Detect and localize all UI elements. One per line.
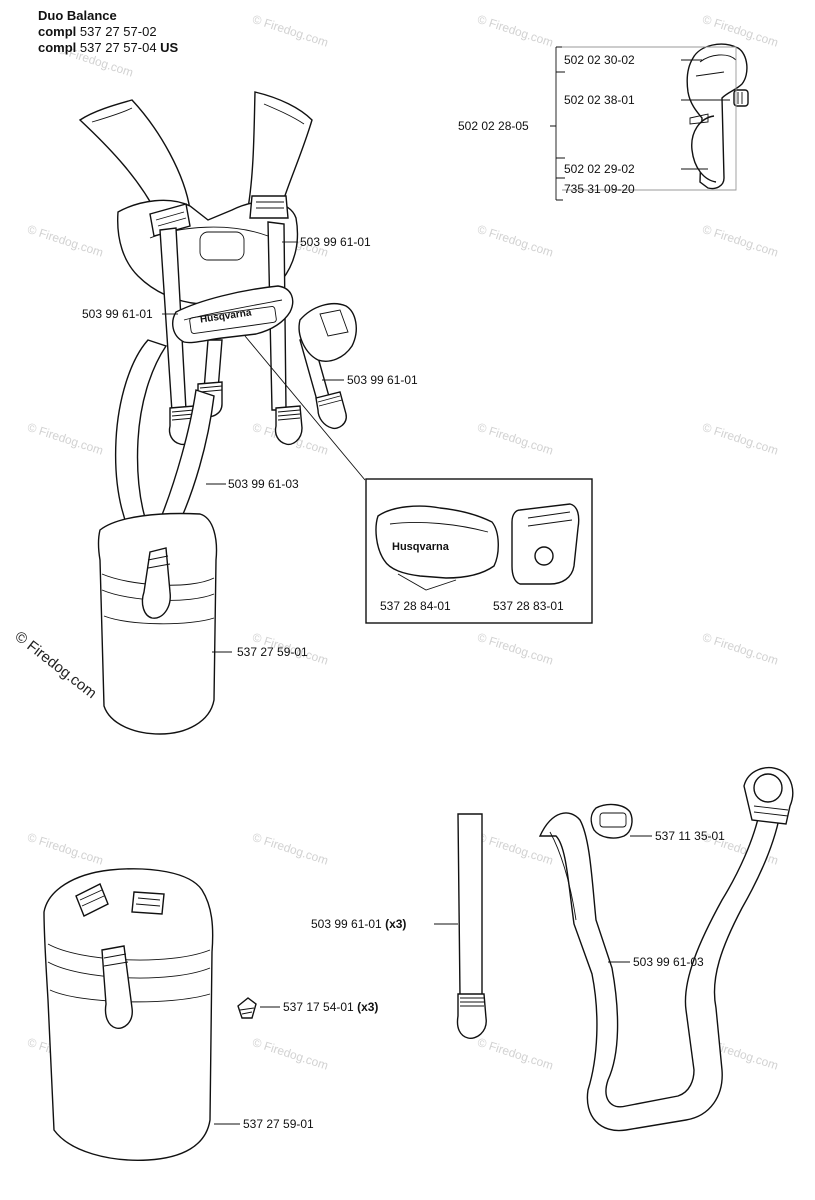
- callout-strap-left: 503 99 61-01: [82, 307, 153, 321]
- screw-icon: [237, 997, 257, 1019]
- callout-hip-pad-bottom: 537 27 59-01: [243, 1117, 314, 1131]
- brand-logo-inset: Husqvarna: [392, 541, 449, 553]
- callout-hook-c: 502 02 29-02: [564, 162, 635, 176]
- assembly-number-line-2: compl 537 27 57-04 US: [38, 40, 179, 55]
- callout-belt-harness: 503 99 61-03: [228, 477, 299, 491]
- callout-strap-single: 503 99 61-01 (x3): [311, 917, 407, 931]
- callout-screw: 537 17 54-01 (x3): [283, 1000, 379, 1014]
- callout-belt-loose: 503 99 61-03: [633, 955, 704, 969]
- belt-strap-loose: [538, 767, 794, 1132]
- diagram-title: Duo Balance compl 537 27 57-02 compl 537…: [38, 8, 178, 56]
- callout-buckle: 537 11 35-01: [655, 829, 725, 843]
- strap-single: [456, 813, 487, 1039]
- callout-hook-d: 735 31 09-20: [564, 182, 635, 196]
- assembly-number-line-1: compl 537 27 57-02: [38, 24, 157, 39]
- callout-hook-group: 502 02 28-05: [458, 119, 529, 133]
- callout-hook-a: 502 02 30-02: [564, 53, 635, 67]
- harness-assembly: [78, 91, 357, 735]
- callout-hook-b: 502 02 38-01: [564, 93, 635, 107]
- callout-strap-right-top: 503 99 61-01: [300, 235, 371, 249]
- callout-inset-right: 537 28 83-01: [493, 599, 564, 613]
- snap-hook-icon: [686, 43, 749, 190]
- hip-pad-bottom: [43, 868, 214, 1161]
- callout-strap-right-low: 503 99 61-01: [347, 373, 418, 387]
- inset-detail: [365, 478, 593, 624]
- callout-hip-pad-top: 537 27 59-01: [237, 645, 308, 659]
- assembly-name: Duo Balance: [38, 8, 117, 23]
- callout-inset-left: 537 28 84-01: [380, 599, 451, 613]
